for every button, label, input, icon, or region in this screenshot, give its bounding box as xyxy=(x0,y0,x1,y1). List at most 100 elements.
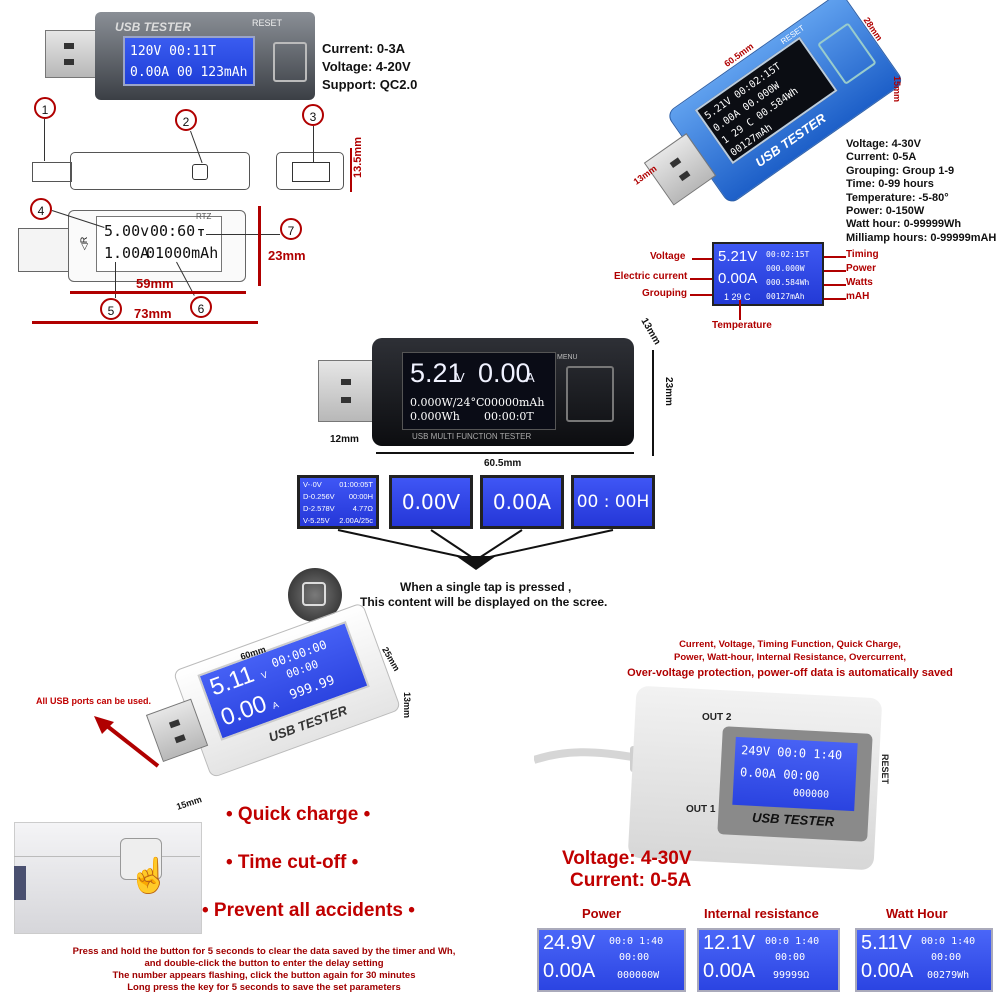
legend-label-watts: Watts xyxy=(846,277,873,288)
rb-reset: RESET xyxy=(880,753,891,785)
mode-wh-r1: 00:0 1:40 xyxy=(921,936,976,947)
panel-current-text: 0.00A xyxy=(492,490,552,514)
mode-res-r3: 99999Ω xyxy=(773,970,810,981)
dim-front-height: 23mm xyxy=(268,248,306,263)
instruction-4: Long press the key for 5 seconds to save… xyxy=(127,982,401,993)
spec-5: Temperature: -5-80° xyxy=(846,191,949,204)
press-image-edge xyxy=(14,856,200,857)
pd-2b: 00:00H xyxy=(348,492,373,501)
black-current-unit: A xyxy=(526,370,535,385)
legend-time: 00:02:15T xyxy=(766,250,810,259)
rb-out1: OUT 1 xyxy=(686,804,716,815)
legend-group: 1 29 C xyxy=(724,292,751,302)
ports-arrow xyxy=(94,716,160,768)
black-row3-left: 0.000Wh xyxy=(410,410,460,423)
legend-arrow-grouping xyxy=(690,294,712,296)
ports-note: All USB ports can be used. xyxy=(36,696,152,706)
lcd-voltage: 5.00v xyxy=(104,222,150,240)
spec-6: Power: 0-150W xyxy=(846,205,925,218)
pd-2a: D-0.256V xyxy=(303,492,335,501)
panel-voltage-text: 0.00V xyxy=(401,490,461,514)
instruction-1: Press and hold the button for 5 seconds … xyxy=(72,946,456,957)
callout-7-leader xyxy=(206,234,280,235)
mode-power-l1: 24.9V xyxy=(543,932,596,954)
mode-resistance-title: Internal resistance xyxy=(704,906,819,921)
front-height-bar xyxy=(258,206,261,286)
pd-1a: V-·0V xyxy=(303,480,322,489)
mode-wh-r2: 00:00 xyxy=(931,952,962,963)
black-row3-right: 00:00:0T xyxy=(484,410,534,423)
legend-arrow-mah xyxy=(824,298,846,300)
legend-arrow-timing xyxy=(824,256,846,258)
panel-detail-row-1: V-·0V 01:00:05T xyxy=(303,479,373,491)
blue-specs: Voltage: 4-30V Current: 0-5A Grouping: G… xyxy=(846,138,996,245)
rb-lcd: 249V 00:0 1:40 0.00A 00:00 000000 xyxy=(732,736,858,812)
lcd-time-suffix: T xyxy=(198,228,205,239)
black-port xyxy=(566,366,614,422)
white-dim-13: 13mm xyxy=(402,691,413,719)
mode-power-title: Power xyxy=(582,906,622,921)
callout-5-leader xyxy=(115,262,116,298)
black-dim-length-line xyxy=(376,452,634,454)
panel-voltage: 0.00V xyxy=(389,475,473,529)
pd-4b: 2.00A/25c xyxy=(339,516,373,525)
pd-3a: D-2.578V xyxy=(303,504,335,513)
legend-label-mah: mAH xyxy=(846,291,870,302)
mode-wh-r3: 00279Wh xyxy=(927,970,970,981)
spec-current: Current: 0-3A xyxy=(322,41,406,56)
side-view-plug xyxy=(32,162,72,182)
mode-power-l2: 0.00A xyxy=(543,960,596,982)
feature-time-cutoff: • Time cut-off • xyxy=(226,852,359,873)
screen-width-bar xyxy=(70,291,246,294)
black-dim-13: 13mm xyxy=(638,316,663,347)
tap-caption: When a single tap is pressed , This cont… xyxy=(360,580,607,610)
press-image-port xyxy=(14,866,26,900)
legend-arrow-current xyxy=(690,278,712,280)
feature-quick-charge: • Quick charge • xyxy=(226,804,371,825)
dim-screen-width: 59mm xyxy=(136,276,174,291)
total-length-bar xyxy=(32,321,258,324)
spec-3: Grouping: Group 1-9 xyxy=(846,164,955,177)
black-usb-plug xyxy=(318,360,376,422)
legend-arrow-power xyxy=(824,270,846,272)
button-icon-inner xyxy=(302,582,326,606)
legend-arrow-temperature xyxy=(739,300,741,320)
lcd-current: 1.00A xyxy=(104,244,150,262)
black-current: 0.00 xyxy=(478,358,531,388)
mode-power: 24.9V 0.00A 00:0 1:40 00:00 000000W xyxy=(537,928,686,992)
spec-support: Support: QC2.0 xyxy=(322,77,418,92)
dim-total-length: 73mm xyxy=(134,306,172,321)
black-dim-12: 12mm xyxy=(330,434,359,445)
instruction-3: The number appears flashing, click the b… xyxy=(112,970,416,981)
spec-voltage: Voltage: 4-20V xyxy=(322,59,411,74)
mode-res-l2: 0.00A xyxy=(703,960,756,982)
feature-prevent: • Prevent all accidents • xyxy=(202,900,415,921)
white-lcd-v: V xyxy=(259,669,269,681)
press-image-button xyxy=(120,838,162,880)
pd-1b: 01:00:05T xyxy=(339,480,373,489)
black-voltage-unit: V xyxy=(456,370,465,385)
callout-2: 2 xyxy=(175,109,197,131)
mode-wh-l1: 5.11V xyxy=(861,932,912,954)
legend-voltage: 5.21V xyxy=(718,248,758,265)
mode-res-r2: 00:00 xyxy=(775,952,806,963)
white-lcd-a: A xyxy=(270,699,280,711)
callout-3-leader xyxy=(313,126,314,162)
mode-watthour-title: Watt Hour xyxy=(886,906,948,921)
callout-4: 4 xyxy=(30,198,52,220)
lcd-line-2: 0.00A 00 123mAh xyxy=(130,65,248,80)
converging-lines xyxy=(337,529,614,570)
callout-1-leader xyxy=(44,119,45,161)
panel-current: 0.00A xyxy=(480,475,564,529)
legend-lcd: 5.21V 0.00A 1 29 C 00:02:15T 000.000W 00… xyxy=(712,242,824,306)
reset-label: RESET xyxy=(252,18,283,28)
legend-current: 0.00A xyxy=(718,270,758,287)
instructions: Press and hold the button for 5 seconds … xyxy=(14,946,514,994)
mode-power-r3: 000000W xyxy=(617,970,660,981)
mode-wh-l2: 0.00A xyxy=(861,960,914,982)
mode-power-r1: 00:0 1:40 xyxy=(609,936,664,947)
legend-label-current: Electric current xyxy=(614,271,688,282)
hand-icon: ☝ xyxy=(128,857,171,895)
black-row2-right: 00000mAh xyxy=(484,396,545,409)
